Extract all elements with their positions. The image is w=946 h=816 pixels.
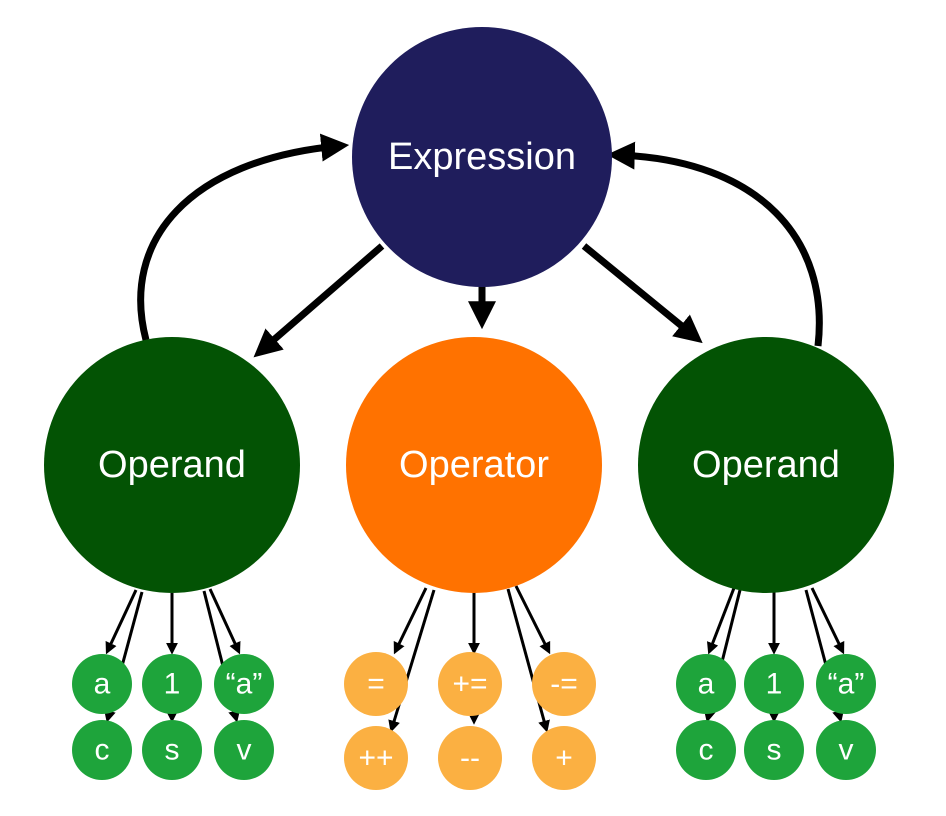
edge-operand-right-to-expression [606, 141, 823, 347]
leaf-circle [676, 654, 736, 714]
operand-right-node: Operand [638, 337, 894, 593]
leaf-label: v [839, 734, 854, 767]
leaf-label: 1 [766, 668, 783, 701]
leaf-label: -- [460, 742, 480, 775]
leaf-circle [72, 654, 132, 714]
edge-operand-right-to-a [707, 587, 736, 655]
operand-right-circle [638, 337, 894, 593]
leaf-label: -= [550, 668, 578, 701]
edge-expression-to-operand-right [581, 243, 703, 344]
edge-expression-to-operand-left [253, 243, 385, 358]
leaf-circle [344, 726, 408, 790]
leaf-circle [72, 720, 132, 780]
edge-operand-left-to-a [105, 589, 138, 655]
leaf-label: “a” [226, 668, 263, 701]
leaf-circle [142, 720, 202, 780]
operand-left-label: Operand [98, 444, 246, 486]
edge-operator-to-plus [506, 588, 550, 733]
leaf-circle [532, 726, 596, 790]
expression-circle [352, 27, 612, 287]
leaf-label: ++ [358, 742, 393, 775]
leaf-label: s [165, 734, 180, 767]
leaf-circle [438, 726, 502, 790]
expression-label: Expression [388, 136, 576, 178]
operator-leaves: = += -= ++ -- + [344, 652, 596, 790]
leaf-circle [676, 720, 736, 780]
leaf-circle [816, 654, 876, 714]
edge-operator-to-increment [388, 589, 436, 733]
edge-operator-to-minus-assign [514, 585, 551, 655]
leaf-label: += [452, 668, 487, 701]
operator-label: Operator [399, 444, 549, 486]
leaf-label: c [95, 734, 110, 767]
leaf-label: v [237, 734, 252, 767]
leaf-label: “a” [828, 668, 865, 701]
main-edges [137, 133, 823, 358]
operand-right-label: Operand [692, 444, 840, 486]
leaf-circle [816, 720, 876, 780]
leaf-circle [344, 652, 408, 716]
leaf-label: 1 [164, 668, 181, 701]
edge-operand-left-to-a-string [208, 588, 241, 655]
leaf-circle [214, 654, 274, 714]
leaf-label: c [699, 734, 714, 767]
operand-left-circle [44, 337, 300, 593]
leaf-circle [214, 720, 274, 780]
operator-node: Operator [346, 337, 602, 593]
operand-right-leaves: a 1 “a” c s v [676, 654, 876, 780]
edge-operator-to-assign [393, 587, 428, 655]
edge-operand-left-to-expression [137, 133, 350, 341]
leaf-label: + [555, 742, 573, 775]
operand-left-leaves: a 1 “a” c s v [72, 654, 274, 780]
leaf-label: a [94, 668, 111, 701]
leaf-label: s [767, 734, 782, 767]
leaf-circle [744, 720, 804, 780]
leaf-label: = [367, 668, 385, 701]
operand-left-node: Operand [44, 337, 300, 593]
operator-circle [346, 337, 602, 593]
expression-node: Expression [352, 27, 612, 287]
leaf-circle [744, 654, 804, 714]
edge-operand-right-to-a-string [810, 587, 845, 655]
leaf-circle [438, 652, 502, 716]
leaf-label: a [698, 668, 715, 701]
leaf-circle [532, 652, 596, 716]
leaf-circle [142, 654, 202, 714]
